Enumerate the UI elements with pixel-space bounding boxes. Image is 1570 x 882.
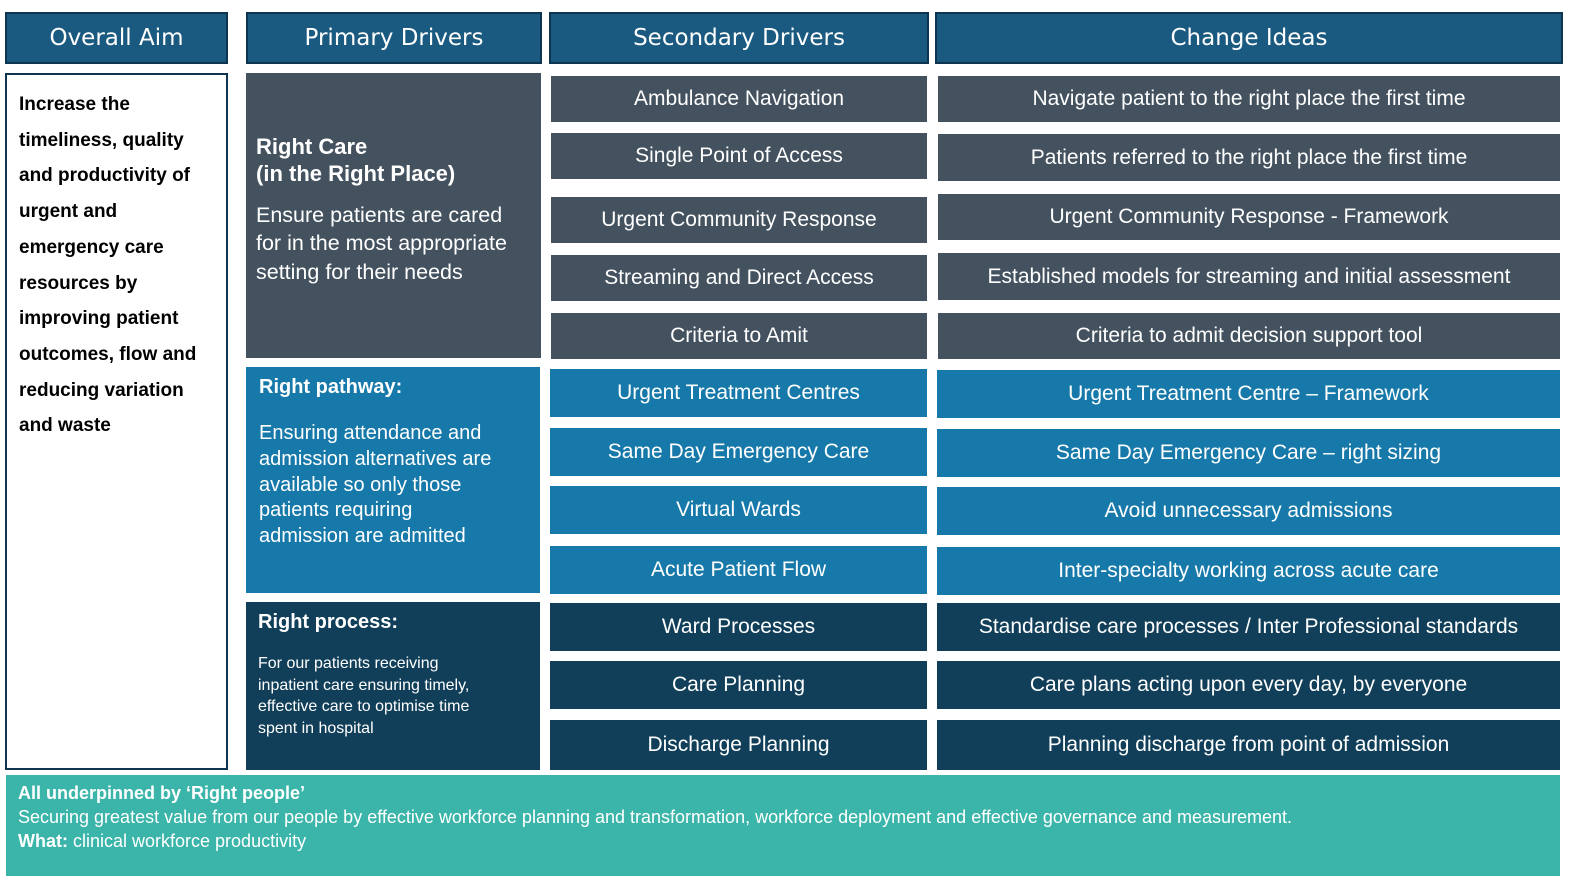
- footer-what-label: What:: [18, 831, 68, 851]
- overall-aim-header: Overall Aim: [5, 12, 228, 64]
- secondary-drivers-header: Secondary Drivers: [549, 12, 929, 64]
- right-people-footer: All underpinned by ‘Right people’ Securi…: [6, 775, 1560, 876]
- change-idea-box: Standardise care processes / Inter Profe…: [937, 603, 1560, 651]
- overall-aim-text: Increase the timeliness, quality and pro…: [19, 94, 197, 437]
- primary-driver-description: For our patients receiving inpatient car…: [258, 655, 470, 738]
- secondary-driver-box: Streaming and Direct Access: [551, 255, 927, 301]
- change-idea-box: Inter-specialty working across acute car…: [937, 547, 1560, 595]
- footer-body: Securing greatest value from our people …: [18, 807, 1293, 827]
- secondary-driver-box: Discharge Planning: [550, 720, 927, 770]
- change-idea-box: Navigate patient to the right place the …: [938, 76, 1560, 122]
- primary-driver-right-pathway: Right pathway: Ensuring attendance and a…: [246, 367, 540, 593]
- footer-title: All underpinned by ‘Right people’: [18, 783, 305, 803]
- change-idea-box: Avoid unnecessary admissions: [937, 487, 1560, 535]
- primary-driver-description: Ensure patients are cared for in the mos…: [256, 203, 507, 284]
- secondary-driver-box: Criteria to Amit: [551, 313, 927, 359]
- secondary-driver-box: Single Point of Access: [551, 133, 927, 179]
- secondary-driver-box: Acute Patient Flow: [550, 546, 927, 594]
- change-idea-box: Established models for streaming and ini…: [938, 253, 1560, 300]
- secondary-driver-box: Care Planning: [550, 661, 927, 709]
- change-idea-box: Patients referred to the right place the…: [938, 134, 1560, 181]
- primary-driver-title: Right Care (in the Right Place): [256, 134, 456, 186]
- change-idea-box: Planning discharge from point of admissi…: [937, 720, 1560, 770]
- change-idea-box: Criteria to admit decision support tool: [938, 313, 1560, 359]
- secondary-driver-box: Same Day Emergency Care: [550, 428, 927, 476]
- change-idea-box: Urgent Treatment Centre – Framework: [937, 370, 1560, 418]
- primary-driver-description: Ensuring attendance and admission altern…: [259, 422, 492, 548]
- change-ideas-header: Change Ideas: [935, 12, 1563, 64]
- footer-what-text: clinical workforce productivity: [73, 831, 307, 851]
- primary-driver-title: Right pathway:: [259, 376, 403, 398]
- secondary-driver-box: Urgent Community Response: [551, 197, 927, 243]
- secondary-driver-box: Ward Processes: [550, 603, 927, 651]
- overall-aim-box: Increase the timeliness, quality and pro…: [5, 73, 228, 770]
- change-idea-box: Care plans acting upon every day, by eve…: [937, 661, 1560, 709]
- secondary-driver-box: Urgent Treatment Centres: [550, 369, 927, 417]
- secondary-driver-box: Ambulance Navigation: [551, 76, 927, 122]
- primary-driver-right-care: Right Care (in the Right Place) Ensure p…: [246, 73, 541, 358]
- change-idea-box: Same Day Emergency Care – right sizing: [937, 429, 1560, 477]
- change-idea-box: Urgent Community Response - Framework: [938, 194, 1560, 240]
- primary-drivers-header: Primary Drivers: [246, 12, 542, 64]
- primary-driver-title: Right process:: [258, 611, 399, 633]
- primary-driver-right-process: Right process: For our patients receivin…: [246, 602, 540, 770]
- footer-what: What: clinical workforce productivity: [18, 829, 1548, 853]
- secondary-driver-box: Virtual Wards: [550, 486, 927, 534]
